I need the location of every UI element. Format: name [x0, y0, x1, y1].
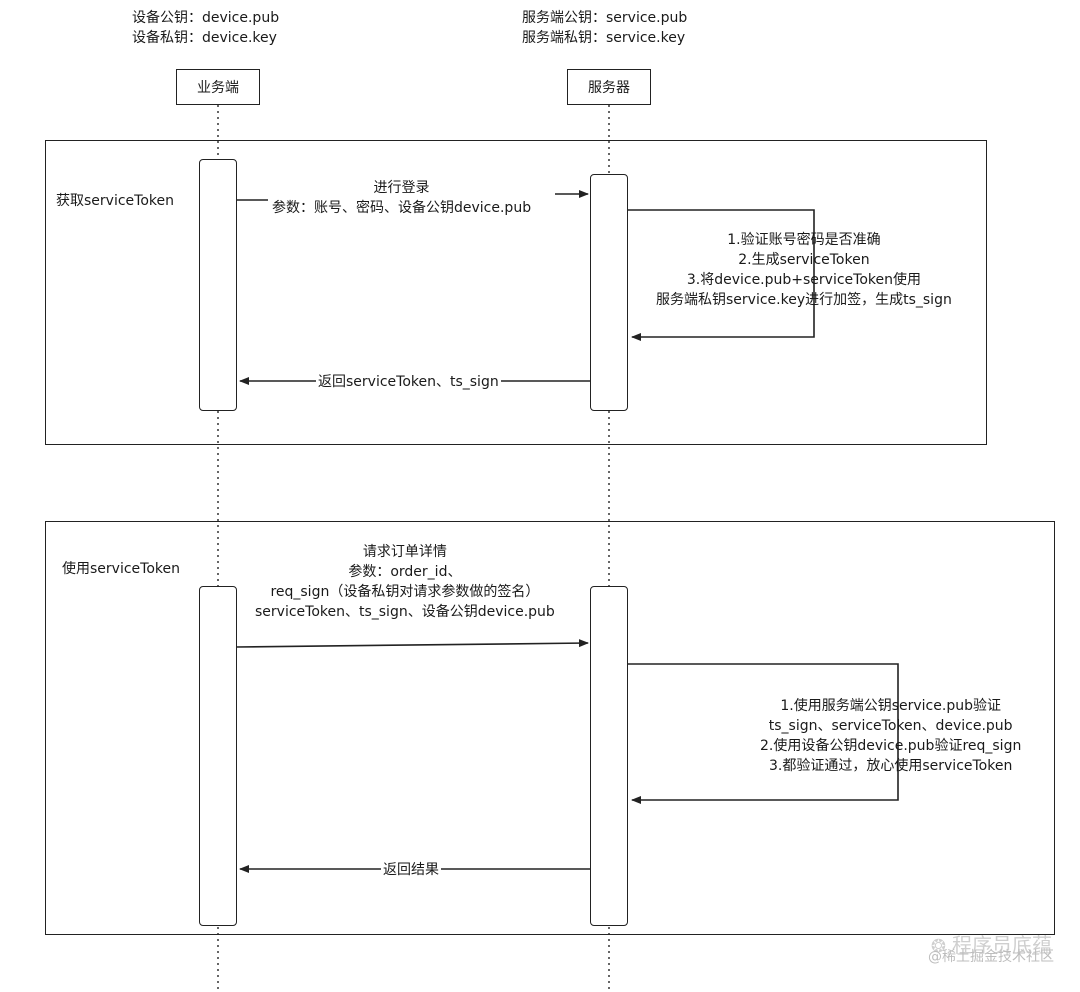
use-token-frame-label: 使用serviceToken: [62, 561, 180, 577]
self-process-arrow-1: [628, 209, 815, 341]
note-1-line-4: 服务端私钥service.key进行加签，生成ts_sign: [656, 292, 952, 308]
note-1-line-1: 1.验证账号密码是否准确: [727, 232, 881, 248]
token-response-label: 返回serviceToken、ts_sign: [316, 372, 501, 392]
note-2-line-2: ts_sign、serviceToken、device.pub: [768, 718, 1013, 734]
server-private-key: 服务端私钥：service.key: [522, 30, 686, 46]
order-request-label: 请求订单详情 参数：order_id、 req_sign（设备私钥对请求参数做的…: [253, 542, 557, 622]
note-1-line-2: 2.生成serviceToken: [738, 252, 870, 268]
watermark-sub: @稀土掘金技术社区: [928, 949, 1054, 965]
note-2-line-1: 1.使用服务端公钥service.pub验证: [780, 698, 1001, 714]
token-generation-note: 1.验证账号密码是否准确 2.生成serviceToken 3.将device.…: [656, 230, 952, 310]
get-token-frame: [45, 140, 987, 445]
login-request-params: 参数：账号、密码、设备公钥device.pub: [272, 200, 532, 216]
order-request-token: serviceToken、ts_sign、设备公钥device.pub: [255, 604, 555, 620]
watermark-main: 程序员底蕴: [952, 933, 1052, 957]
order-request-params: 参数：order_id、: [348, 564, 462, 580]
login-request-label: 进行登录 参数：账号、密码、设备公钥device.pub: [270, 178, 534, 218]
watermark: ❂ 程序员底蕴: [931, 929, 1052, 958]
client-activation-2: [199, 586, 237, 926]
note-1-line-3: 3.将device.pub+serviceToken使用: [686, 272, 921, 288]
note-2-line-3: 2.使用设备公钥device.pub验证req_sign: [760, 738, 1022, 754]
use-token-frame: [45, 521, 1055, 935]
note-2-line-4: 3.都验证通过，放心使用serviceToken: [769, 758, 1013, 774]
server-keys: 服务端公钥：service.pub 服务端私钥：service.key: [522, 8, 687, 48]
client-activation-1: [199, 159, 237, 411]
client-actor: 业务端: [176, 69, 260, 105]
client-public-key: 设备公钥：device.pub: [132, 10, 280, 26]
order-request-sign: req_sign（设备私钥对请求参数做的签名）: [270, 584, 540, 600]
result-response-label: 返回结果: [381, 860, 441, 880]
server-activation-2: [590, 586, 628, 926]
client-keys: 设备公钥：device.pub 设备私钥：device.key: [132, 8, 279, 48]
server-public-key: 服务端公钥：service.pub: [522, 10, 688, 26]
order-request-arrow: [235, 639, 589, 648]
login-request-title: 进行登录: [373, 180, 430, 196]
verification-note: 1.使用服务端公钥service.pub验证 ts_sign、serviceTo…: [760, 696, 1021, 776]
server-activation-1: [590, 174, 628, 411]
self-process-arrow-2: [628, 663, 899, 804]
server-actor: 服务器: [567, 69, 651, 105]
wechat-icon: ❂: [930, 936, 946, 957]
client-private-key: 设备私钥：device.key: [132, 30, 277, 46]
get-token-frame-label: 获取serviceToken: [56, 193, 174, 209]
order-request-title: 请求订单详情: [362, 544, 447, 560]
